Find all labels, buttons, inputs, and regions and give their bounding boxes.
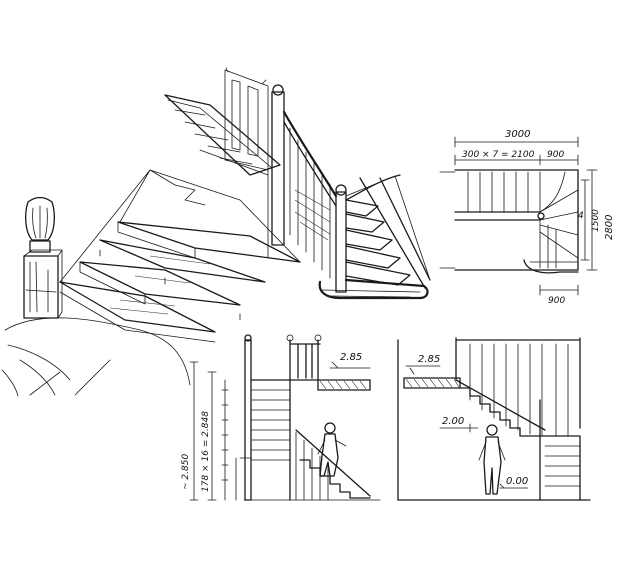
plan-depth-part: 1500 xyxy=(591,209,601,232)
wide-steps xyxy=(59,221,301,343)
perspective-winding-stair xyxy=(164,67,431,300)
section-right: 2.85 2.00 0.00 xyxy=(397,337,591,501)
section-right-ground-level: 0.00 xyxy=(506,476,528,487)
plan-step-small: 4 xyxy=(578,211,584,221)
human-figure-right xyxy=(478,424,506,495)
upper-newel xyxy=(271,91,285,246)
newel-post xyxy=(23,255,59,319)
plan-overall-width: 3000 xyxy=(505,129,530,140)
plan-landing-width: 900 xyxy=(547,150,564,160)
plan-bottom-offset: 900 xyxy=(548,296,565,306)
plan-depth-total: 2800 xyxy=(604,215,615,240)
human-figure-left xyxy=(317,422,347,477)
section-riser-calc: 178 × 16 = 2.848 xyxy=(201,411,211,492)
perspective-newel-steps xyxy=(1,169,301,397)
plan-run-calc: 300 × 7 = 2100 xyxy=(462,150,535,160)
section-left: ~ 2.850 178 × 16 = 2.848 2.85 xyxy=(181,334,381,501)
plan-view: 3000 300 × 7 = 2100 900 2800 1500 4 900 xyxy=(439,129,615,306)
section-floor-level: 2.85 xyxy=(340,352,362,363)
section-total-height: ~ 2.850 xyxy=(181,454,191,490)
section-right-floor-level: 2.85 xyxy=(418,354,440,365)
newel-cap xyxy=(25,196,55,241)
bottom-curved-step xyxy=(318,278,429,300)
section-right-mid-level: 2.00 xyxy=(442,416,464,427)
lower-newel xyxy=(335,191,347,293)
